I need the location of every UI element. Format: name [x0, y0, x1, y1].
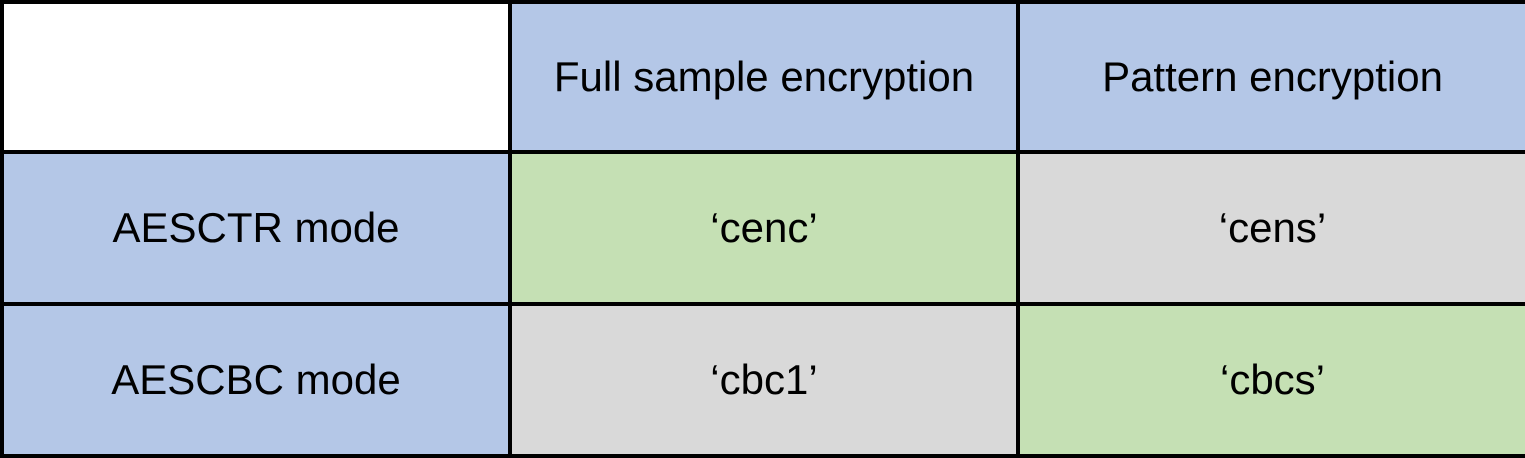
- cell-cens: ‘cens’: [1016, 150, 1525, 306]
- column-header-full-sample-encryption: Full sample encryption: [508, 0, 1020, 154]
- header-row: Full sample encryption Pattern encryptio…: [0, 0, 1525, 154]
- cell-cbcs: ‘cbcs’: [1016, 302, 1525, 458]
- cell-cbc1: ‘cbc1’: [508, 302, 1020, 458]
- column-header-pattern-encryption: Pattern encryption: [1016, 0, 1525, 154]
- row-label-aescbc-mode: AESCBC mode: [0, 302, 512, 458]
- cell-cenc: ‘cenc’: [508, 150, 1020, 306]
- row-label-aesctr-mode: AESCTR mode: [0, 150, 512, 306]
- corner-empty-cell: [0, 0, 512, 154]
- table-row: AESCTR mode ‘cenc’ ‘cens’: [0, 150, 1525, 306]
- table-row: AESCBC mode ‘cbc1’ ‘cbcs’: [0, 302, 1525, 458]
